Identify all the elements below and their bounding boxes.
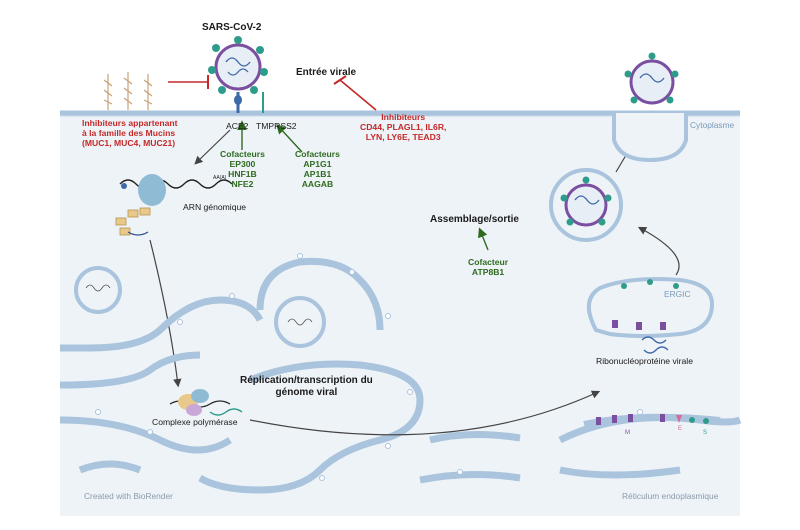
rna-to-polymerase-arrow bbox=[149, 239, 182, 388]
virus-title: SARS-CoV-2 bbox=[202, 22, 262, 33]
polymerase-label: Complexe polymérase bbox=[152, 417, 238, 427]
rna-label: ARN génomique bbox=[183, 202, 247, 212]
ace2-label: ACE2 bbox=[226, 121, 249, 131]
mucin-proteins bbox=[103, 72, 153, 110]
assembly-label: Assemblage/sortie bbox=[430, 214, 519, 225]
protein-s-label: S bbox=[703, 430, 708, 436]
exocytosis-vesicle bbox=[612, 52, 688, 163]
protein-m-label: M bbox=[625, 430, 630, 436]
rnp-label: Ribonucléoprotéine virale bbox=[596, 356, 693, 366]
polya-label: AA(A) bbox=[213, 175, 227, 181]
polymerase-complex bbox=[169, 389, 243, 416]
virus-particle-entry bbox=[208, 36, 268, 94]
entry-inhibition-arrow bbox=[339, 79, 377, 111]
double-membrane-vesicle-2 bbox=[274, 296, 326, 348]
endoplasmic-reticulum bbox=[59, 257, 742, 494]
entry-label: Entrée virale bbox=[296, 67, 357, 78]
cytoplasm-label: Cytoplasme bbox=[690, 120, 735, 130]
ace2-receptor bbox=[234, 92, 242, 113]
double-membrane-vesicle-1 bbox=[74, 266, 122, 314]
biorender-credit: Created with BioRender bbox=[84, 491, 173, 501]
ergic-label: ERGIC bbox=[664, 289, 691, 299]
ergic-compartment bbox=[587, 277, 715, 338]
ergic-to-virion-arrow bbox=[637, 226, 680, 276]
genomic-rna bbox=[115, 174, 233, 236]
er-ribosomes bbox=[95, 253, 643, 481]
tmprss2-label: TMPRSS2 bbox=[256, 121, 297, 131]
cofactor-tmprss2-arrow bbox=[276, 123, 303, 153]
er-viral-proteins bbox=[583, 413, 721, 427]
viral-ribonucleoprotein bbox=[641, 336, 669, 354]
protein-e-label: E bbox=[678, 426, 683, 432]
cofactor-assembly-arrow bbox=[478, 227, 489, 251]
virion-vesicle bbox=[549, 168, 623, 242]
er-label: Réticulum endoplasmique bbox=[622, 491, 719, 501]
polymerase-to-ergic-arrow bbox=[249, 390, 601, 436]
entry-to-rna-arrow bbox=[194, 129, 231, 165]
